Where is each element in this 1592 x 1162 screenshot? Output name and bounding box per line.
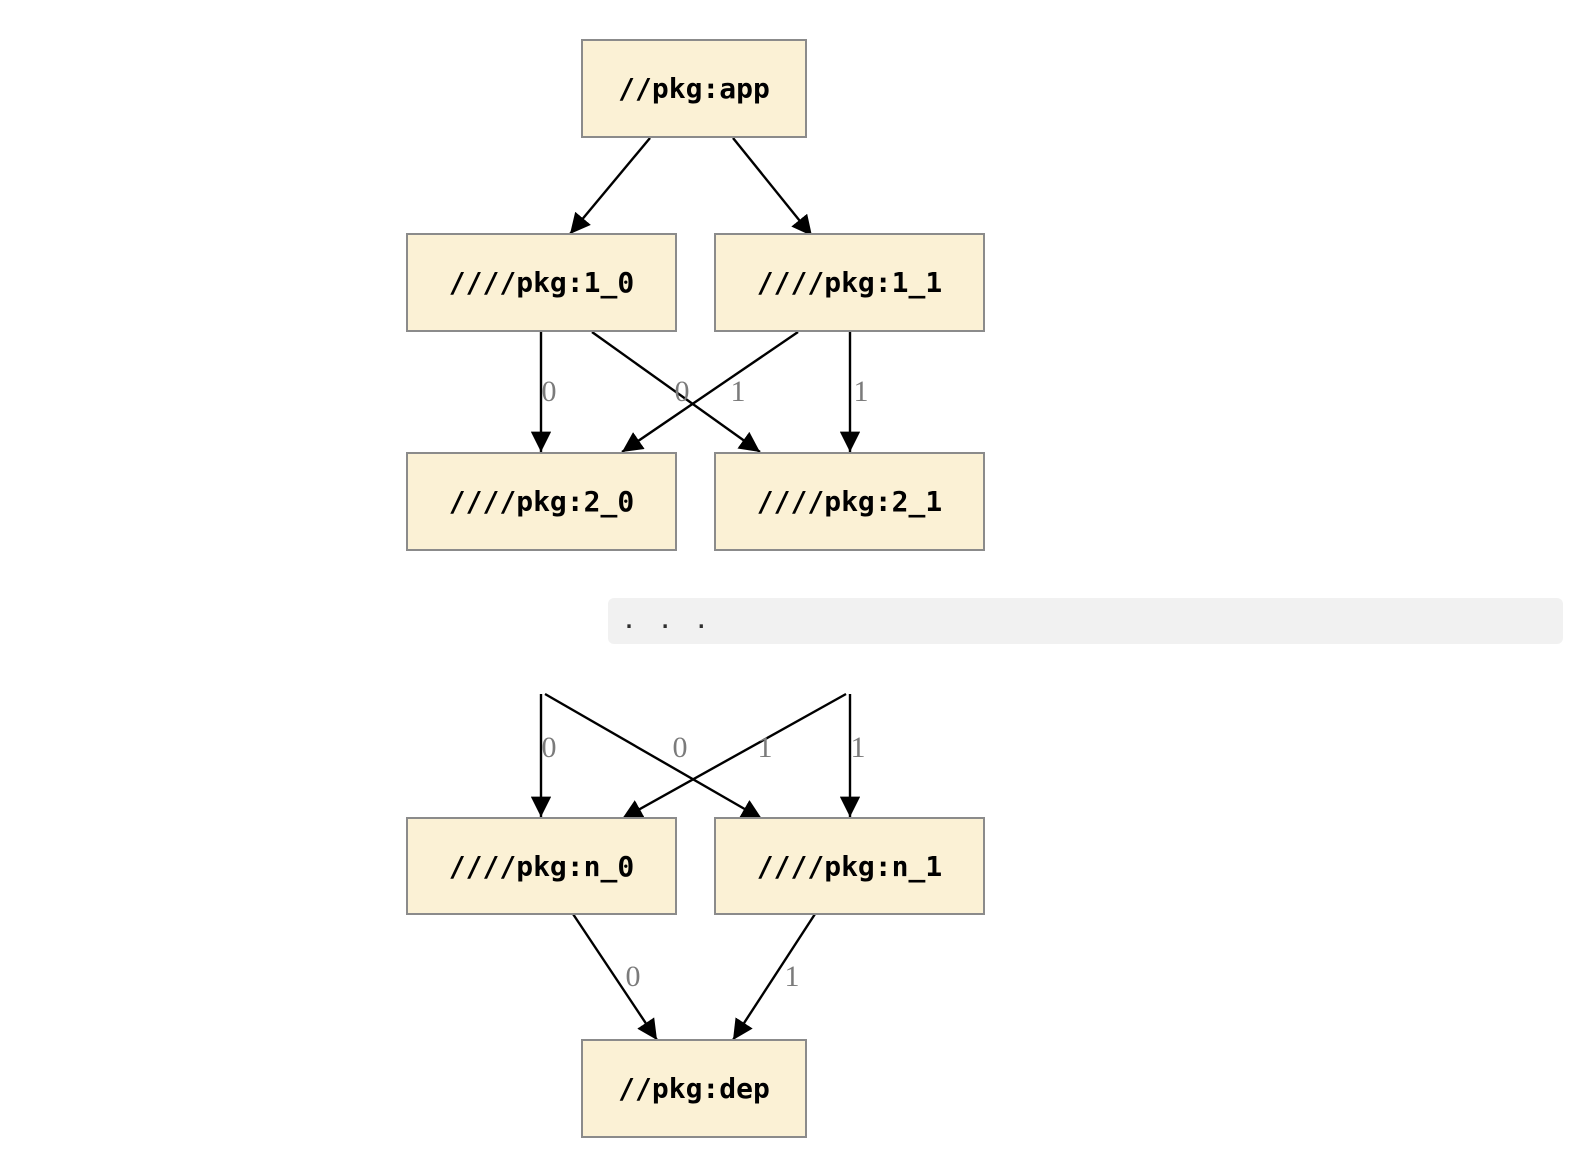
ellipsis-code-band: . . . bbox=[608, 598, 1563, 644]
graph-node-2_1: ////pkg:2_1 bbox=[714, 452, 985, 551]
edge-label-1_1-2_1: 1 bbox=[853, 375, 869, 408]
edge-label-prev-n_0-straight: 0 bbox=[541, 731, 557, 764]
graph-node-dep: //pkg:dep bbox=[581, 1039, 807, 1138]
graph-node-app: //pkg:app bbox=[581, 39, 807, 138]
graph-node-1_0: ////pkg:1_0 bbox=[406, 233, 677, 332]
edge-n_1-to-dep bbox=[731, 913, 817, 1041]
graph-node-1_1: ////pkg:1_1 bbox=[714, 233, 985, 332]
edge-label-prev-n_1-straight: 1 bbox=[850, 731, 866, 764]
edge-label-1_0-2_1: 1 bbox=[730, 375, 746, 408]
graph-node-n_0: ////pkg:n_0 bbox=[406, 817, 677, 915]
edge-prev-to-n_1-cross bbox=[544, 692, 763, 821]
edge-app-to-1_0 bbox=[569, 137, 651, 235]
edge-1_1-to-2_0 bbox=[621, 331, 799, 453]
edge-label-prev-n_0-cross: 0 bbox=[672, 731, 688, 764]
edge-label-1_0-2_0: 0 bbox=[541, 375, 557, 408]
edge-label-1_1-2_0: 0 bbox=[674, 375, 690, 408]
edge-n_0-to-dep bbox=[572, 913, 658, 1041]
edge-app-to-1_1 bbox=[732, 137, 813, 237]
edge-label-prev-n_1-cross: 1 bbox=[757, 731, 773, 764]
edge-prev-to-n_0-cross bbox=[621, 692, 847, 821]
edge-label-n_1-dep: 1 bbox=[784, 960, 800, 993]
edge-label-n_0-dep: 0 bbox=[625, 960, 641, 993]
graph-node-2_0: ////pkg:2_0 bbox=[406, 452, 677, 551]
graph-node-n_1: ////pkg:n_1 bbox=[714, 817, 985, 915]
